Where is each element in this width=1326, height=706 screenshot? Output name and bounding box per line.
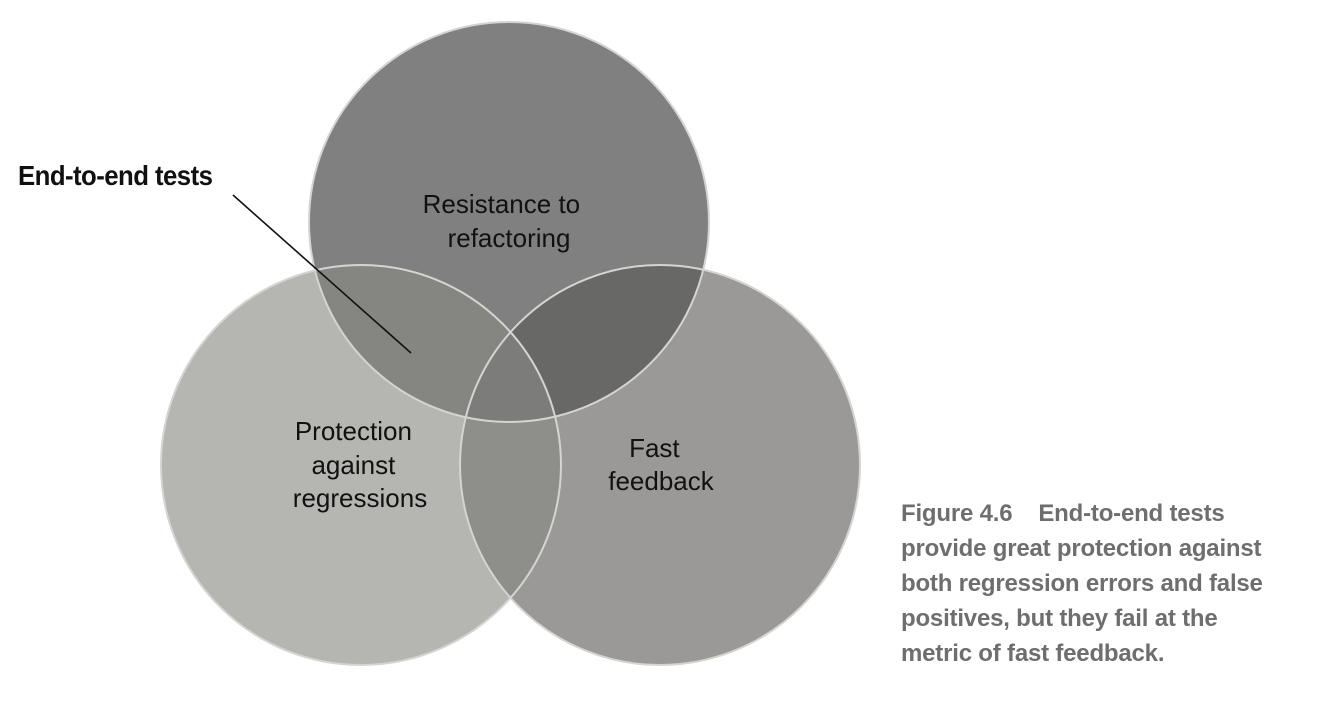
outline-right <box>459 264 861 666</box>
label-line: Fast <box>629 433 680 463</box>
label-line: Resistance to <box>423 189 581 219</box>
callout-end-to-end-tests: End-to-end tests <box>18 160 213 191</box>
caption-line: positives, but they fail at the <box>901 605 1218 632</box>
label-fast-feedback: Fast feedback <box>608 433 715 496</box>
label-line: refactoring <box>448 223 571 253</box>
caption-line: Figure 4.6 End-to-end tests <box>901 496 1321 531</box>
caption-line: provide great protection against <box>901 535 1262 562</box>
outline-top <box>308 21 710 423</box>
label-resistance-to-refactoring: Resistance to refactoring <box>423 189 588 253</box>
label-line: feedback <box>608 466 715 496</box>
overlap-top-right <box>460 265 709 422</box>
label-line: Protection <box>295 416 412 446</box>
label-protection-against-regressions: Protection against regressions <box>293 416 427 513</box>
label-line: regressions <box>293 483 427 513</box>
callout-leader-line <box>232 194 412 354</box>
figure-number: Figure 4.6 <box>901 500 1013 527</box>
outline-left <box>160 264 562 666</box>
overlap-top-left <box>309 265 561 422</box>
venn-diagram: Resistance to refactoring Protection aga… <box>160 21 861 666</box>
caption-text: End-to-end tests <box>1038 500 1225 527</box>
caption-line: both regression errors and false <box>901 570 1263 597</box>
label-line: against <box>311 450 396 480</box>
caption-line: metric of fast feedback. <box>901 640 1165 667</box>
figure-caption: Figure 4.6 End-to-end tests provide great… <box>901 496 1321 671</box>
